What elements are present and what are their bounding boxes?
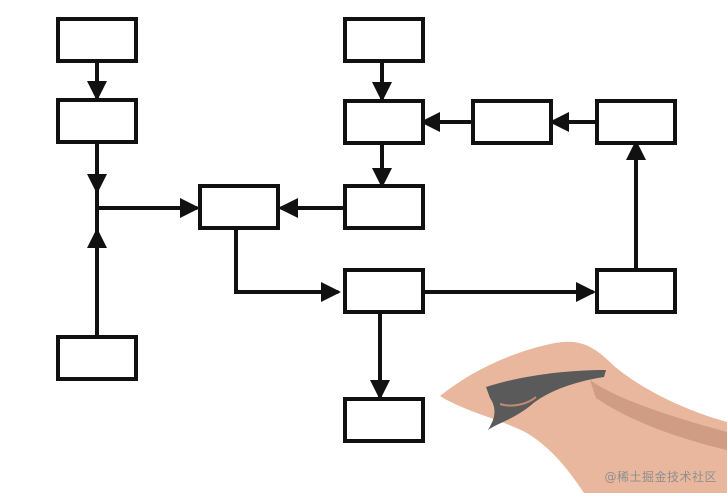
pen-icon <box>486 370 606 430</box>
box-bottom-left <box>56 335 138 381</box>
hand-arm <box>440 341 727 493</box>
box-bottom <box>343 397 425 443</box>
box-top-mid <box>343 17 425 63</box>
boxes <box>56 17 677 443</box>
watermark-text: @稀土掘金技术社区 <box>604 470 717 484</box>
box-top-right <box>595 99 677 145</box>
box-lower-mid <box>343 268 425 314</box>
connectors <box>87 58 646 400</box>
box-left-second <box>56 98 138 144</box>
box-center <box>198 184 280 230</box>
box-mid-third <box>343 184 425 230</box>
box-mid-second <box>343 99 425 145</box>
hand-shadow <box>590 380 727 450</box>
finger-detail <box>499 396 537 407</box>
box-lower-right <box>595 268 677 314</box>
box-right-chain-mid <box>471 99 553 145</box>
box-top-left <box>56 17 138 63</box>
connector-center-lowermid <box>234 227 341 302</box>
hand-illustration <box>440 341 727 493</box>
